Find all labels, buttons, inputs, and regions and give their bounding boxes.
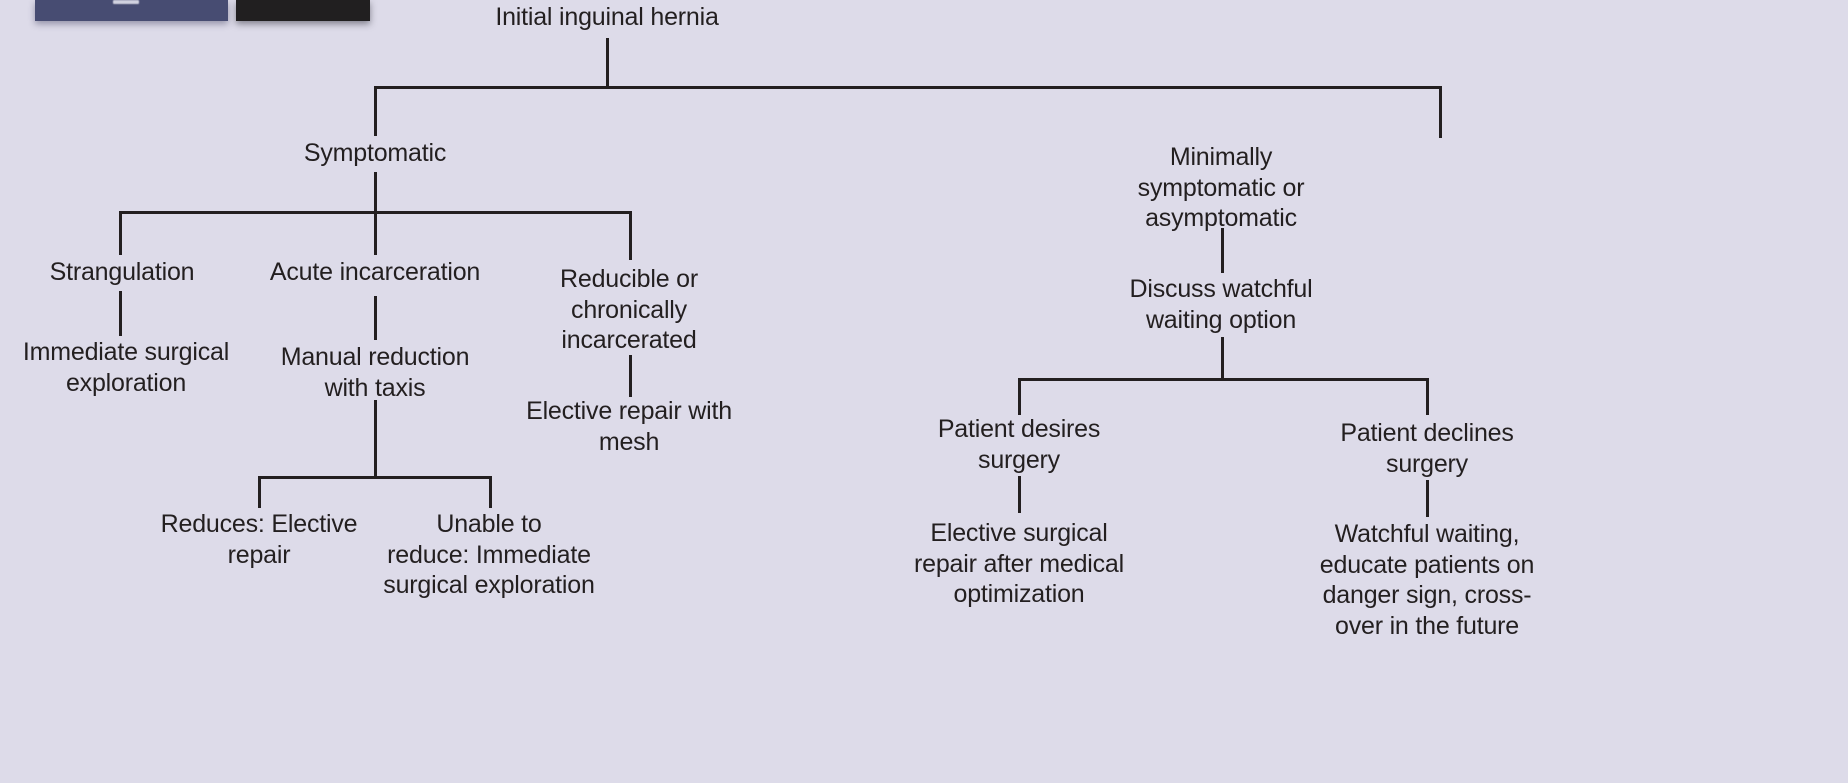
node-desires: Patient desires surgery bbox=[937, 415, 1101, 474]
edge-acute-to-manual bbox=[374, 296, 377, 340]
edge-to-declines bbox=[1426, 378, 1429, 415]
node-root: Initial inguinal hernia bbox=[495, 3, 719, 31]
chrome-text-glyph bbox=[113, 0, 139, 4]
edge-to-desires bbox=[1018, 378, 1021, 415]
node-reducible: Reducible or chronically incarcerated bbox=[560, 265, 698, 354]
edge-strangulation-to-immediate bbox=[119, 291, 122, 336]
edge-minimal-to-discuss bbox=[1221, 228, 1224, 273]
edge-to-reduces bbox=[258, 476, 261, 508]
edge-to-reducible bbox=[629, 211, 632, 260]
window-chrome-blue-bar bbox=[35, 0, 228, 21]
node-reduces: Reduces: Elective repair bbox=[160, 510, 358, 569]
node-elective-opt: Elective surgical repair after medical o… bbox=[914, 519, 1124, 608]
edge-reducible-to-mesh bbox=[629, 355, 632, 397]
node-strangulation: Strangulation bbox=[49, 258, 195, 286]
node-unable: Unable to reduce: Immediate surgical exp… bbox=[383, 510, 595, 599]
window-chrome-dark-bar bbox=[236, 0, 370, 21]
edge-to-strangulation bbox=[119, 211, 122, 255]
edge-desires-to-elective bbox=[1018, 476, 1021, 513]
node-minimal: Minimally symptomatic or asymptomatic bbox=[1137, 143, 1305, 232]
node-manual: Manual reduction with taxis bbox=[280, 343, 470, 402]
edge-to-unable bbox=[489, 476, 492, 508]
edge-manual-stem bbox=[374, 400, 377, 478]
node-watchful: Watchful waiting, educate patients on da… bbox=[1319, 520, 1535, 640]
edge-root-split-bar bbox=[375, 86, 1442, 89]
edge-root-stem bbox=[606, 38, 609, 89]
node-acute: Acute incarceration bbox=[269, 258, 481, 286]
edge-declines-to-watchful bbox=[1426, 480, 1429, 517]
edge-discuss-split-bar bbox=[1019, 378, 1429, 381]
edge-discuss-stem bbox=[1221, 337, 1224, 380]
edge-manual-split-bar bbox=[259, 476, 492, 479]
node-symptomatic: Symptomatic bbox=[303, 139, 447, 167]
node-discuss: Discuss watchful waiting option bbox=[1129, 275, 1313, 334]
edge-to-acute bbox=[374, 211, 377, 255]
node-elective-mesh: Elective repair with mesh bbox=[526, 397, 732, 456]
edge-symptomatic-stem bbox=[374, 172, 377, 212]
edge-to-symptomatic bbox=[374, 86, 377, 136]
edge-to-minimal bbox=[1439, 86, 1442, 138]
node-immediate: Immediate surgical exploration bbox=[22, 338, 230, 397]
node-declines: Patient declines surgery bbox=[1340, 419, 1514, 478]
